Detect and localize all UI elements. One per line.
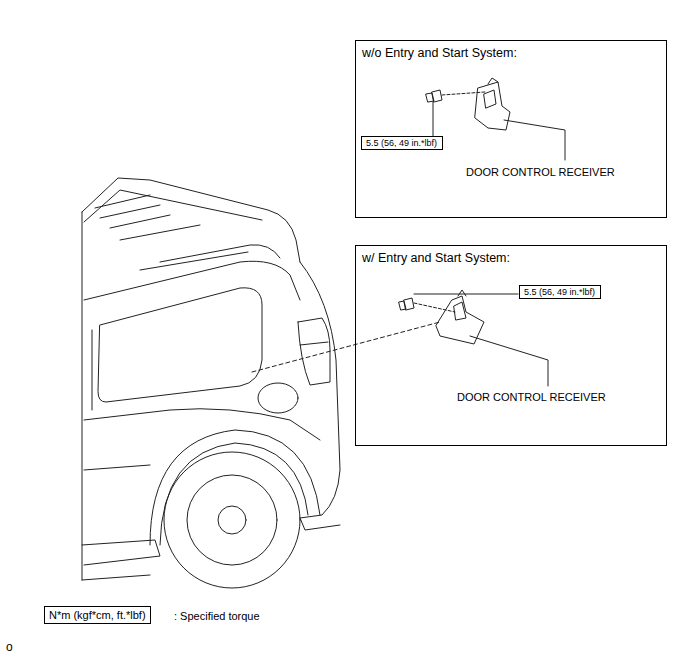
torque-box: 5.5 (56, 49 in.*lbf): [361, 136, 443, 150]
panel-heading: w/ Entry and Start System:: [356, 246, 666, 270]
torque-box: 5.5 (56, 49 in.*lbf): [519, 285, 601, 299]
torque-value: 5.5 (56, 49 in.*lbf): [524, 287, 595, 297]
condition-panel: w/ Entry and Start System: 5.5 (56, 49 in…: [355, 245, 667, 446]
page-mark: o: [6, 640, 13, 654]
legend-text: : Specified torque: [174, 610, 260, 622]
panel-heading: w/o Entry and Start System:: [356, 41, 666, 65]
legend-torque-box: N*m (kgf*cm, ft.*lbf): [44, 606, 151, 624]
torque-value: N*m (kgf*cm, ft.*lbf): [49, 609, 146, 621]
condition-panel: w/o Entry and Start System: 5.5 (56, 49 i…: [355, 40, 667, 218]
part-name: DOOR CONTROL RECEIVER: [457, 391, 606, 403]
part-name: DOOR CONTROL RECEIVER: [466, 166, 615, 178]
torque-value: 5.5 (56, 49 in.*lbf): [366, 138, 437, 148]
